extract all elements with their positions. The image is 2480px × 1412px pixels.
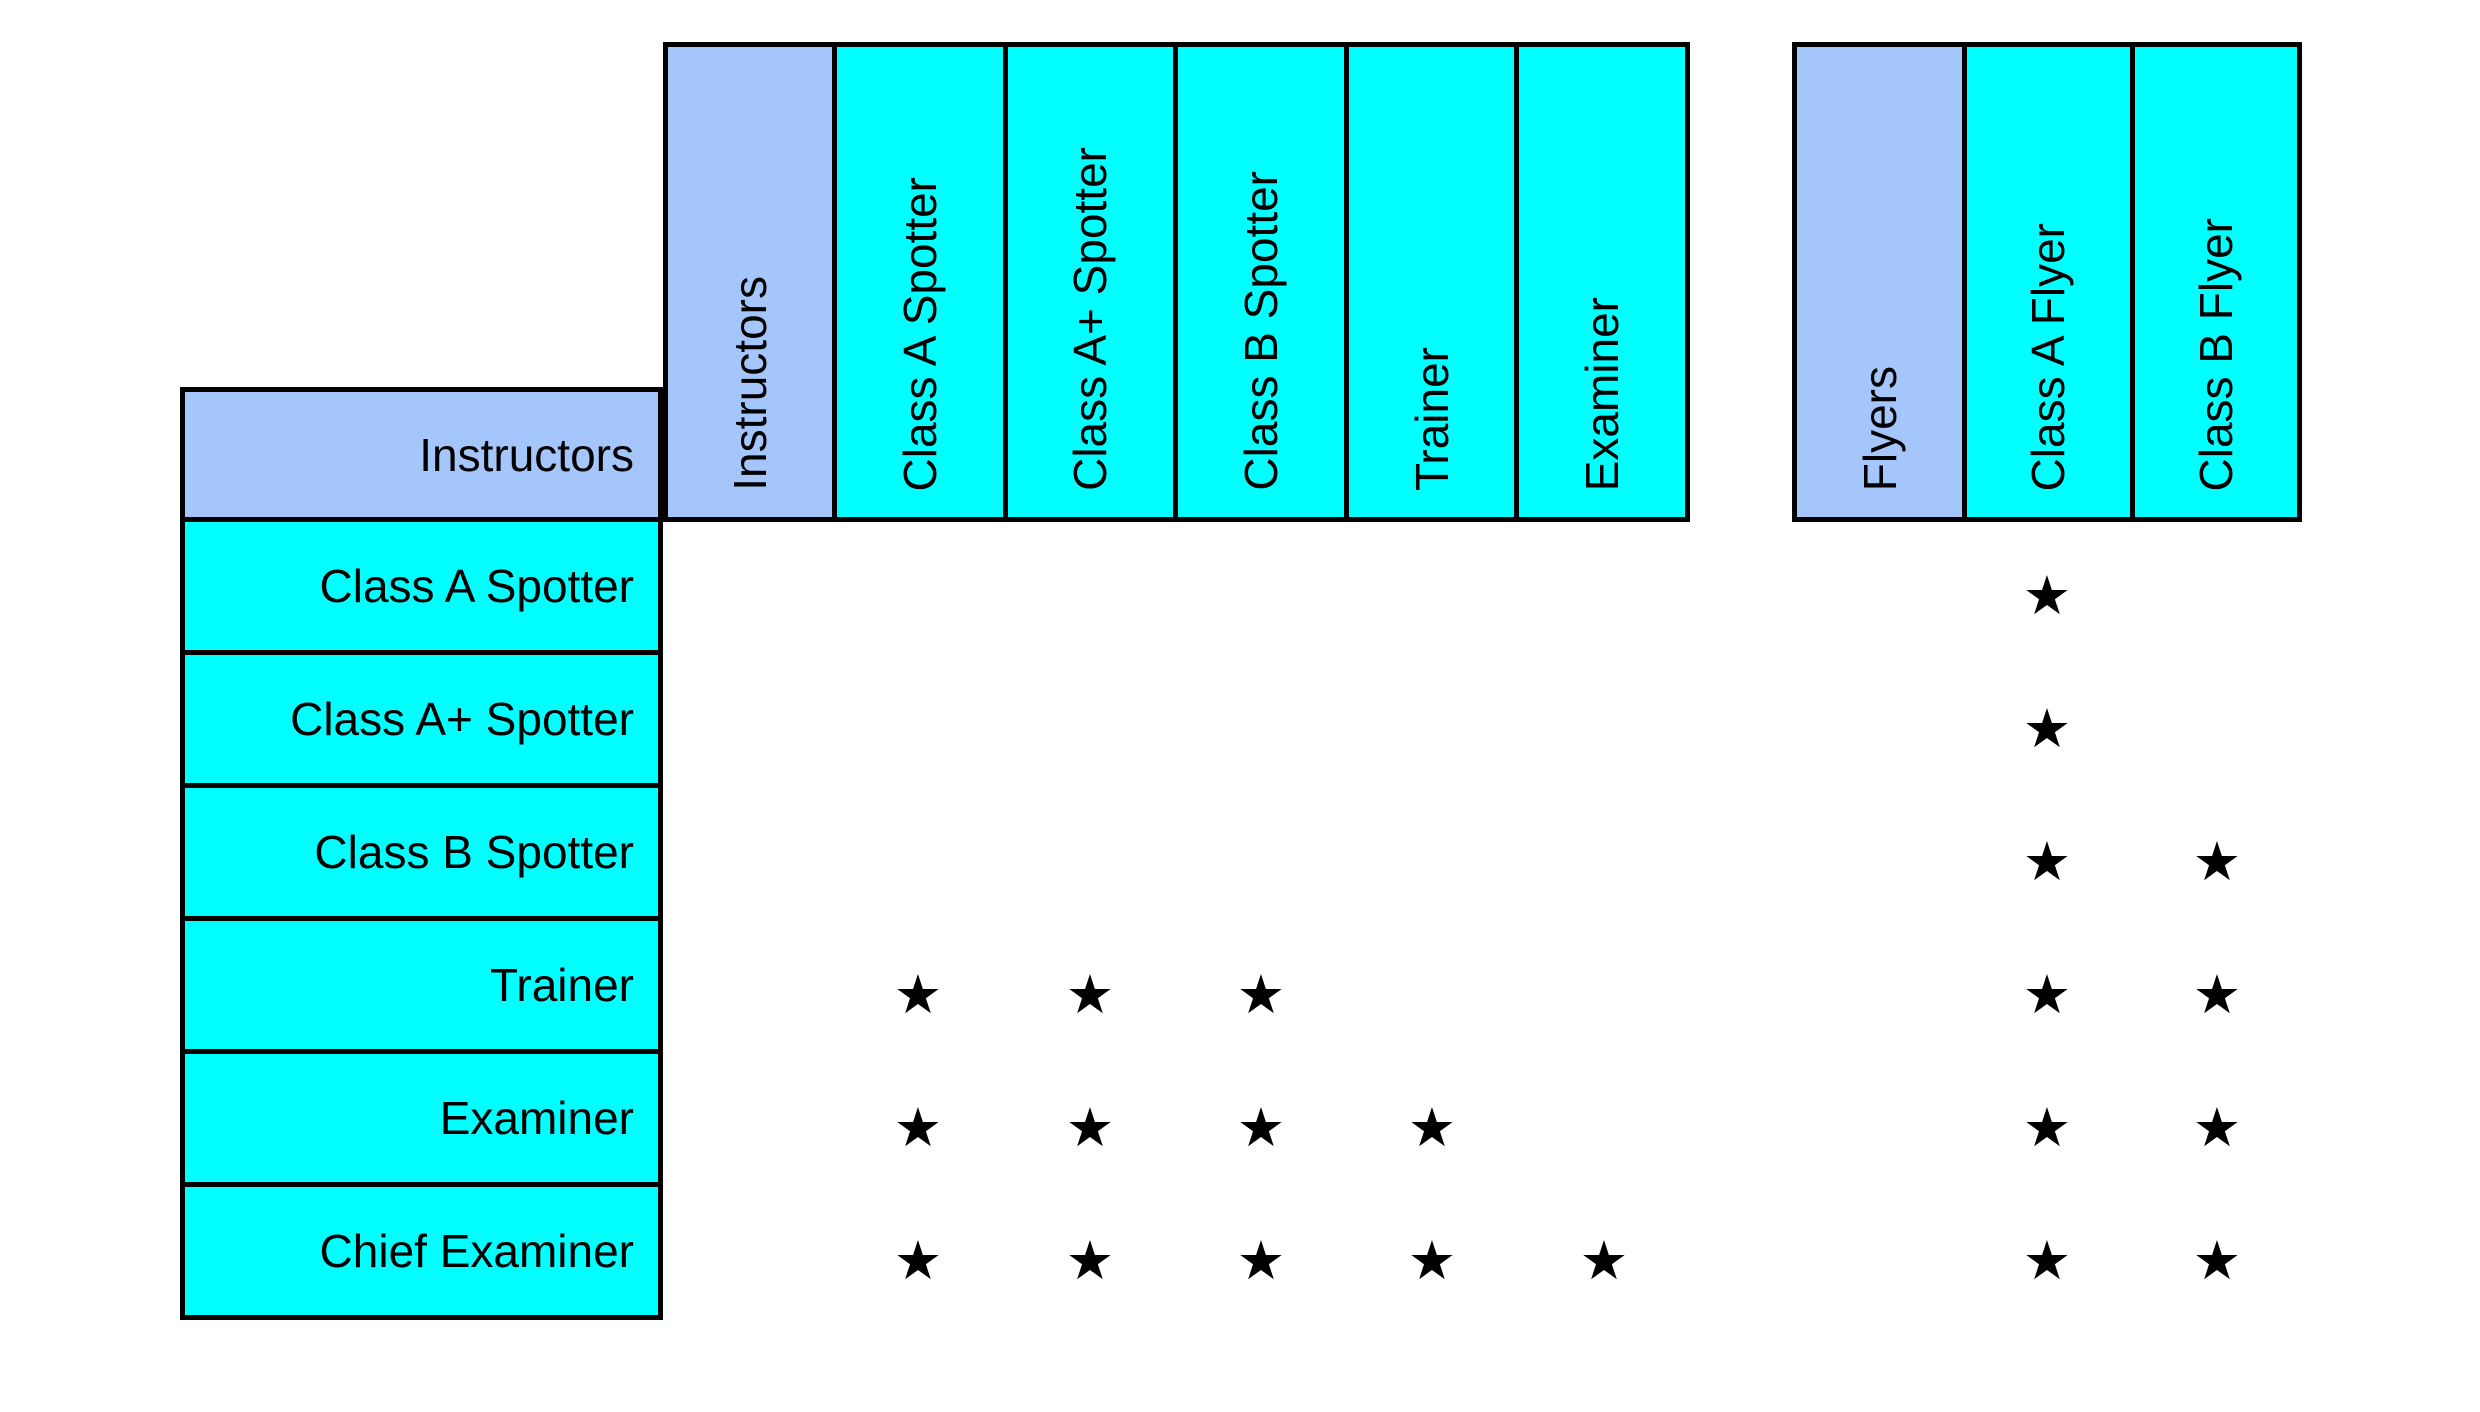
star-icon: ★ — [2022, 963, 2072, 1026]
roles-table-header-label: Instructors — [419, 428, 634, 481]
star-icon: ★ — [2192, 963, 2242, 1026]
star-icon: ★ — [2022, 1096, 2072, 1159]
column-header: Class A Spotter — [832, 47, 1003, 517]
star-icon: ★ — [2022, 1229, 2072, 1292]
instructors-header-group: Instructors Class A Spotter Class A+ Spo… — [663, 42, 1690, 522]
star-icon: ★ — [2022, 697, 2072, 760]
row-label: Trainer — [490, 959, 634, 1011]
star-icon: ★ — [2192, 830, 2242, 893]
star-icon: ★ — [1065, 1096, 1115, 1159]
star-icon: ★ — [1236, 963, 1286, 1026]
star-icon: ★ — [893, 1096, 943, 1159]
column-header: Class B Flyer — [2129, 47, 2297, 517]
star-icon: ★ — [2192, 1096, 2242, 1159]
column-header: Class B Spotter — [1173, 47, 1344, 517]
star-icon: ★ — [1236, 1229, 1286, 1292]
table-row: Chief Examiner — [185, 1182, 658, 1315]
roles-table-header: Instructors — [185, 392, 658, 517]
star-icon: ★ — [1579, 1229, 1629, 1292]
table-row: Class A+ Spotter — [185, 650, 658, 783]
column-header: Trainer — [1343, 47, 1515, 517]
column-header: Examiner — [1514, 47, 1685, 517]
star-icon: ★ — [2022, 564, 2072, 627]
instructors-group-corner-cell: Instructors — [668, 47, 832, 517]
star-icon: ★ — [893, 1229, 943, 1292]
roles-table: Instructors Class A Spotter Class A+ Spo… — [180, 387, 663, 1320]
flyers-header-group: Flyers Class A Flyer Class B Flyer — [1792, 42, 2302, 522]
flyers-group-corner-cell: Flyers — [1797, 47, 1962, 517]
table-row: Trainer — [185, 916, 658, 1049]
star-icon: ★ — [1065, 1229, 1115, 1292]
row-label: Class A Spotter — [319, 560, 635, 612]
star-icon: ★ — [1065, 963, 1115, 1026]
row-label: Class B Spotter — [314, 826, 634, 878]
star-icon: ★ — [1407, 1096, 1457, 1159]
table-row: Class B Spotter — [185, 783, 658, 916]
star-icon: ★ — [2192, 1229, 2242, 1292]
star-icon: ★ — [1236, 1096, 1286, 1159]
star-icon: ★ — [893, 963, 943, 1026]
table-row: Examiner — [185, 1049, 658, 1182]
row-label: Examiner — [439, 1092, 634, 1144]
star-icon: ★ — [2022, 830, 2072, 893]
table-row: Class A Spotter — [185, 517, 658, 650]
star-icon: ★ — [1407, 1229, 1457, 1292]
column-header: Class A+ Spotter — [1002, 47, 1174, 517]
column-header: Class A Flyer — [1962, 47, 2130, 517]
row-label: Class A+ Spotter — [290, 693, 634, 745]
row-label: Chief Examiner — [319, 1225, 634, 1277]
